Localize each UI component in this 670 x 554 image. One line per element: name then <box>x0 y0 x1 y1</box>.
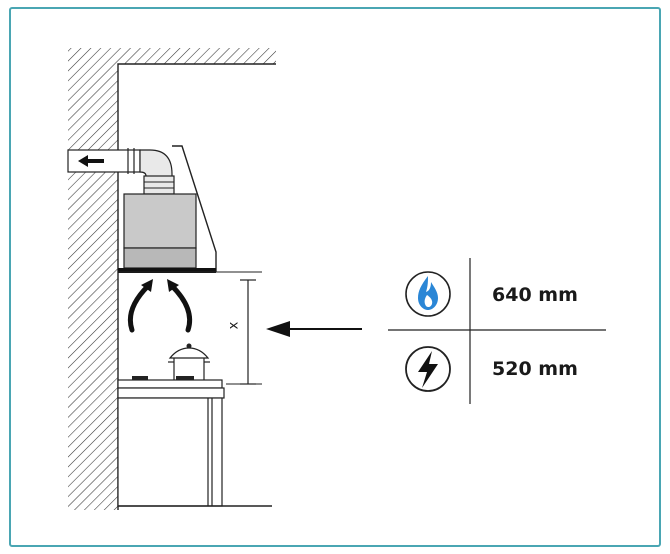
motor-unit <box>123 193 197 269</box>
pointer-arrow-icon <box>266 321 362 337</box>
gas-distance-value: 640 mm <box>492 284 578 306</box>
exhaust-arrow-icon <box>78 155 104 167</box>
cooker <box>117 376 272 507</box>
wall <box>68 48 276 510</box>
hood-bottom-plate <box>118 268 216 273</box>
electric-bolt-icon <box>405 346 451 392</box>
chimney-hood <box>172 145 217 272</box>
cooking-pot <box>168 343 210 383</box>
duct-elbow <box>139 149 175 195</box>
diagram-border <box>9 7 661 547</box>
electric-distance-value: 520 mm <box>492 358 578 380</box>
dimension-x-label: x <box>226 321 242 330</box>
distance-table-grid <box>388 258 606 404</box>
airflow-arrow-icon <box>128 279 192 333</box>
dimension-line <box>226 279 262 385</box>
gas-flame-icon <box>405 271 451 317</box>
